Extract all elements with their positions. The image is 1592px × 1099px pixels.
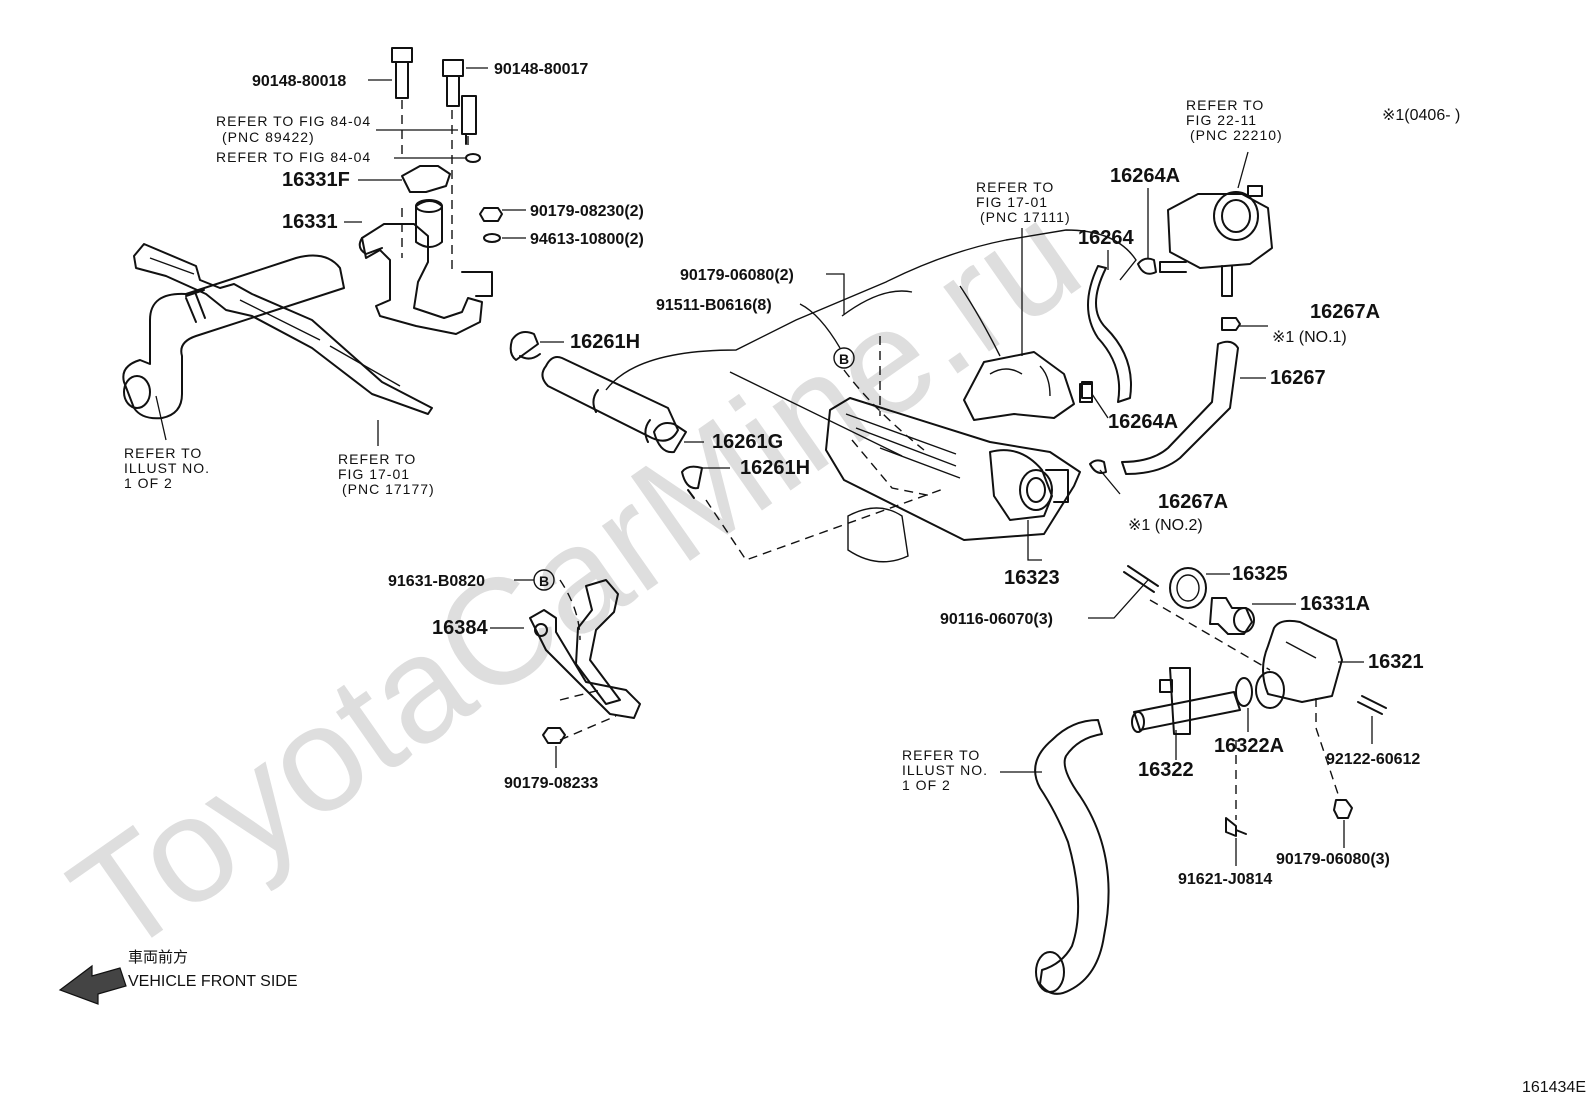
oring-16322A xyxy=(1235,677,1253,707)
stud-90116-06070 xyxy=(1123,565,1159,593)
label-ref-22-11-3: (PNC 22210) xyxy=(1190,127,1283,143)
nut-90179-08230 xyxy=(479,207,503,222)
bracket-16384 xyxy=(529,579,641,719)
nut-90179-08233 xyxy=(542,727,566,744)
label-ref-illust-2a: REFER TO xyxy=(902,747,980,763)
label-16261G: 16261G xyxy=(712,431,783,453)
label-ref-22-11-1: REFER TO xyxy=(1186,97,1264,113)
pipe-16261G xyxy=(541,356,687,454)
label-16261H-lower: 16261H xyxy=(740,457,810,479)
label-91631-B0820: 91631-B0820 xyxy=(388,573,485,590)
label-16264A-lower: 16264A xyxy=(1108,411,1178,433)
label-91511-B0616: 91511-B0616(8) xyxy=(656,297,772,314)
thermostat-16331A xyxy=(1209,597,1255,635)
bolt-90148-80017 xyxy=(442,59,464,107)
label-16323: 16323 xyxy=(1004,567,1060,589)
clamp-16264A-upper xyxy=(1137,257,1157,275)
label-90179-08230: 90179-08230(2) xyxy=(530,203,644,220)
svg-text:B: B xyxy=(839,351,849,367)
label-90148-80017: 90148-80017 xyxy=(494,61,588,78)
label-16261H-upper: 16261H xyxy=(570,331,640,353)
label-16267: 16267 xyxy=(1270,367,1326,389)
label-16384: 16384 xyxy=(432,617,488,639)
label-ref-22-11-2: FIG 22-11 xyxy=(1186,112,1257,128)
label-16267A-lower: 16267A xyxy=(1158,491,1228,513)
label-16331F: 16331F xyxy=(282,169,350,191)
engine-block-17111 xyxy=(963,351,1093,421)
label-94613-10800: 94613-10800(2) xyxy=(530,231,644,248)
clamp-16261H-lower xyxy=(681,465,703,499)
label-90148-80018: 90148-80018 xyxy=(252,73,346,90)
label-ref-illust-2b: ILLUST NO. xyxy=(902,762,988,778)
label-16322: 16322 xyxy=(1138,759,1194,781)
stud-92122-60612 xyxy=(1357,695,1387,715)
clamp-16264A-lower xyxy=(1081,381,1093,399)
label-16321: 16321 xyxy=(1368,651,1424,673)
callout-b-upper: B xyxy=(833,347,855,369)
water-inlet-16321 xyxy=(1255,619,1343,709)
label-ref-84-04-a: REFER TO FIG 84-04 xyxy=(216,113,371,129)
front-arrow-icon xyxy=(58,964,127,1005)
intake-manifold xyxy=(605,229,1137,457)
label-ref-84-04-a-pnc: (PNC 89422) xyxy=(222,129,315,145)
label-ref-17-01-a1: REFER TO xyxy=(338,451,416,467)
hose-16267 xyxy=(1121,340,1239,475)
figure-id: 161434E xyxy=(1522,1079,1586,1096)
label-16331: 16331 xyxy=(282,211,338,233)
label-ref-17-01-b2: FIG 17-01 xyxy=(976,194,1048,210)
part-labels: 90148-80018 90148-80017 REFER TO FIG 84-… xyxy=(124,61,1586,1096)
label-note-top: ※1(0406- ) xyxy=(1382,107,1460,124)
bolt-91621-J0814 xyxy=(1225,817,1247,837)
label-ref-17-01-a3: (PNC 17177) xyxy=(342,481,435,497)
seal-16325 xyxy=(1169,567,1207,609)
hose-left xyxy=(122,254,345,420)
label-90179-06080-3: 90179-06080(3) xyxy=(1276,851,1390,868)
label-ref-illust-1c: 1 OF 2 xyxy=(124,475,173,491)
label-16264A-upper: 16264A xyxy=(1110,165,1180,187)
bolt-90148-80018 xyxy=(391,47,413,99)
nut-90179-06080 xyxy=(1333,799,1353,819)
water-housing-16323 xyxy=(825,397,1081,541)
water-outlet-16331 xyxy=(358,199,493,335)
svg-text:B: B xyxy=(539,573,549,589)
label-note-no1: ※1 (NO.1) xyxy=(1272,329,1347,346)
label-90179-06080-2: 90179-06080(2) xyxy=(680,267,794,284)
label-ref-illust-1a: REFER TO xyxy=(124,445,202,461)
clamp-16267A-upper xyxy=(1221,317,1241,331)
label-ref-17-01-b3: (PNC 17111) xyxy=(980,209,1071,225)
label-front-en: VEHICLE FRONT SIDE xyxy=(128,973,298,990)
label-91621-J0814: 91621-J0814 xyxy=(1178,871,1272,888)
hose-16264 xyxy=(1087,265,1132,403)
label-ref-17-01-a2: FIG 17-01 xyxy=(338,466,410,482)
clamp-16261H-upper xyxy=(509,331,541,361)
clamp-16267A-lower xyxy=(1089,459,1107,474)
gasket-ring xyxy=(847,507,909,563)
hose-lower xyxy=(1034,719,1110,995)
label-16322A: 16322A xyxy=(1214,735,1284,757)
label-ref-illust-1b: ILLUST NO. xyxy=(124,460,210,476)
label-16331A: 16331A xyxy=(1300,593,1370,615)
label-92122-60612: 92122-60612 xyxy=(1326,751,1420,768)
washer-94613-10800 xyxy=(483,233,501,243)
pipe-16322 xyxy=(1131,667,1241,735)
label-note-no2: ※1 (NO.2) xyxy=(1128,517,1203,534)
label-16267A-upper: 16267A xyxy=(1310,301,1380,323)
label-ref-17-01-b1: REFER TO xyxy=(976,179,1054,195)
label-90179-08233: 90179-08233 xyxy=(504,775,598,792)
sensor-plug xyxy=(461,95,481,163)
label-16264: 16264 xyxy=(1078,227,1134,249)
label-front-jp: 車両前方 xyxy=(128,949,188,966)
label-ref-illust-2c: 1 OF 2 xyxy=(902,777,951,793)
label-90116-06070: 90116-06070(3) xyxy=(940,611,1053,628)
gasket-16331F xyxy=(401,165,451,193)
throttle-body-22210 xyxy=(1159,185,1273,297)
leader-lines xyxy=(155,67,1373,866)
label-16325: 16325 xyxy=(1232,563,1288,585)
gasket-17177 xyxy=(133,243,433,415)
label-ref-84-04-b: REFER TO FIG 84-04 xyxy=(216,149,371,165)
